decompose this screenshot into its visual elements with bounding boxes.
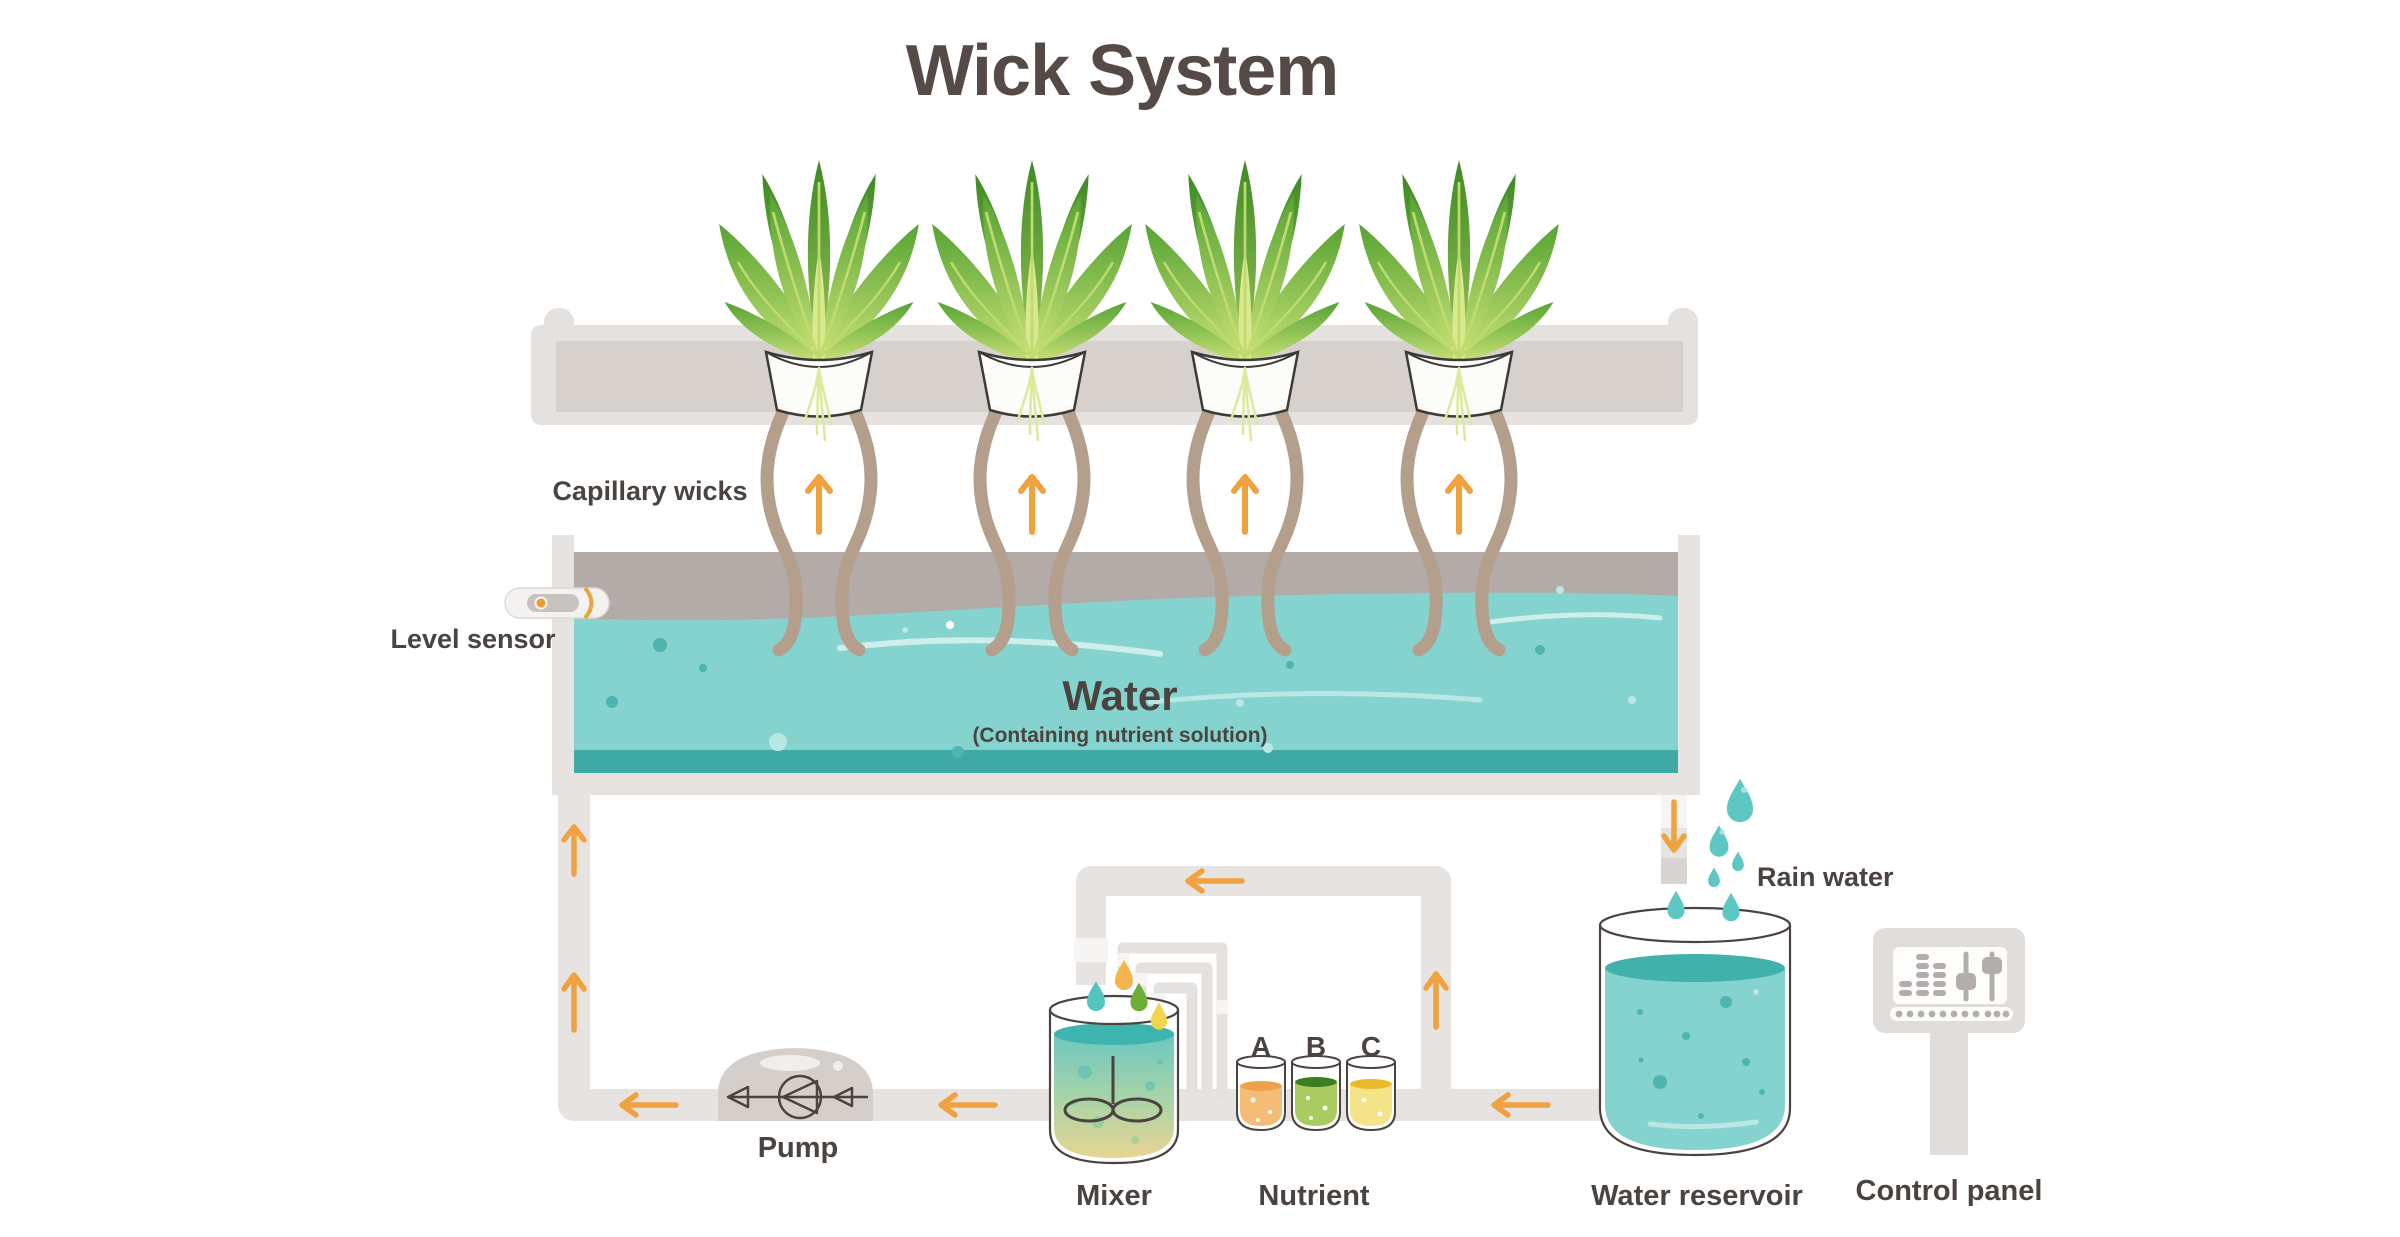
equalizer-bars-icon [1899, 954, 1946, 996]
water-reservoir-label: Water reservoir [1591, 1180, 1803, 1212]
main-return-pipe [558, 792, 1645, 1121]
mixer [1048, 960, 1180, 1165]
flow-arrow-left-icon [1185, 868, 1245, 894]
nutrient-cup-a [1236, 1055, 1286, 1132]
panel-stand [1930, 1033, 1968, 1155]
capillary-wicks-label: Capillary wicks [552, 476, 747, 506]
rain-drops [1667, 778, 1754, 922]
reservoir-water-surface [1605, 954, 1785, 982]
slider-controls-icon [1956, 951, 2002, 1002]
water-subtitle-label: (Containing nutrient solution) [972, 724, 1267, 747]
flow-arrow-left-icon [1491, 1092, 1551, 1118]
nutrient-b-label: B [1306, 1031, 1326, 1062]
control-panel [1873, 928, 2025, 1155]
pump-symbol-icon [726, 1074, 868, 1120]
flow-arrow-up-icon [1423, 971, 1449, 1030]
pump-label: Pump [758, 1132, 839, 1164]
rain-water-label: Rain water [1757, 862, 1894, 892]
reservoir-bubbles [1637, 989, 1765, 1130]
reservoir-water [1605, 968, 1785, 1150]
pump [718, 1048, 873, 1121]
flow-arrow-up-icon [561, 824, 587, 877]
flow-arrow-down-icon [1661, 799, 1687, 853]
tank-water-dark-strip [574, 750, 1678, 773]
nutrient-cup-b [1291, 1055, 1341, 1132]
flow-arrow-left-icon [619, 1092, 679, 1118]
flow-arrows [561, 799, 1687, 1118]
control-panel-label: Control panel [1856, 1175, 2043, 1207]
panel-buttons [1895, 1010, 2010, 1018]
mixer-stirrer [1063, 1056, 1163, 1123]
nutrient-a-label: A [1251, 1031, 1271, 1062]
nutrient-cup-c [1346, 1055, 1396, 1132]
tray-inner-surface [556, 341, 1683, 412]
panel-screen [1893, 947, 2007, 1004]
level-sensor-label: Level sensor [390, 624, 556, 654]
nutrient-label: Nutrient [1258, 1180, 1370, 1212]
sensor-indicator-light [534, 596, 548, 610]
mixer-liquid-surface [1054, 1023, 1174, 1045]
mixer-label: Mixer [1076, 1180, 1152, 1212]
pipe-joint [1661, 858, 1687, 884]
water-reservoir [1598, 778, 1792, 1157]
water-tank [552, 535, 1700, 795]
water-label: Water [1062, 672, 1177, 719]
pipe-joint [1074, 938, 1108, 962]
page-title: Wick System [906, 31, 1339, 111]
nutrient-c-label: C [1361, 1031, 1381, 1062]
flow-arrow-left-icon [938, 1092, 998, 1118]
level-sensor [504, 586, 610, 620]
thin-pipe-joints [1117, 953, 1228, 1014]
flow-arrow-up-icon [561, 972, 587, 1033]
